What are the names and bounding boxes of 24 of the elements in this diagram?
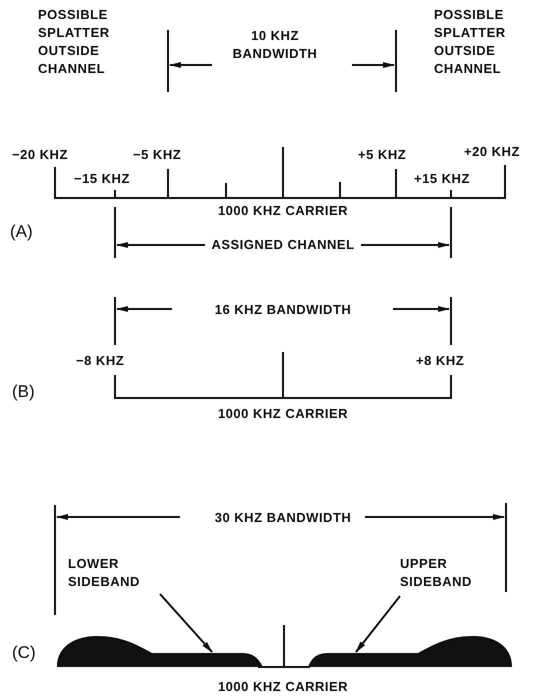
frequency-label: −15 KHZ [74, 170, 131, 188]
dimension-label: 10 KHZ BANDWIDTH [232, 27, 318, 63]
dimension-label: 30 KHZ BANDWIDTH [214, 509, 352, 527]
carrier-label: 1000 KHZ CARRIER [216, 202, 350, 220]
dimension-label: 16 KHZ BANDWIDTH [214, 301, 352, 319]
frequency-label: −8 KHZ [76, 352, 126, 370]
panel-label: (A) [10, 222, 34, 242]
panel-label: (C) [12, 643, 37, 663]
frequency-label: +5 KHZ [358, 146, 408, 164]
note-text: POSSIBLE SPLATTER OUTSIDE CHANNEL [434, 6, 507, 78]
frequency-label: −20 KHZ [12, 146, 69, 164]
frequency-label: +8 KHZ [416, 352, 466, 370]
sideband-label: UPPER SIDEBAND [400, 555, 500, 591]
carrier-label: 1000 KHZ CARRIER [216, 405, 350, 423]
frequency-label: +15 KHZ [414, 170, 471, 188]
panel-label: (B) [12, 382, 36, 402]
frequency-label: −5 KHZ [133, 146, 182, 164]
sideband-label: LOWER SIDEBAND [68, 555, 168, 591]
note-text: POSSIBLE SPLATTER OUTSIDE CHANNEL [38, 6, 111, 78]
leader-line [159, 593, 213, 653]
leader-line [355, 595, 401, 653]
dimension-label: ASSIGNED CHANNEL [210, 236, 356, 254]
carrier-label: 1000 KHZ CARRIER [216, 678, 350, 696]
frequency-label: +20 KHZ [464, 143, 521, 161]
